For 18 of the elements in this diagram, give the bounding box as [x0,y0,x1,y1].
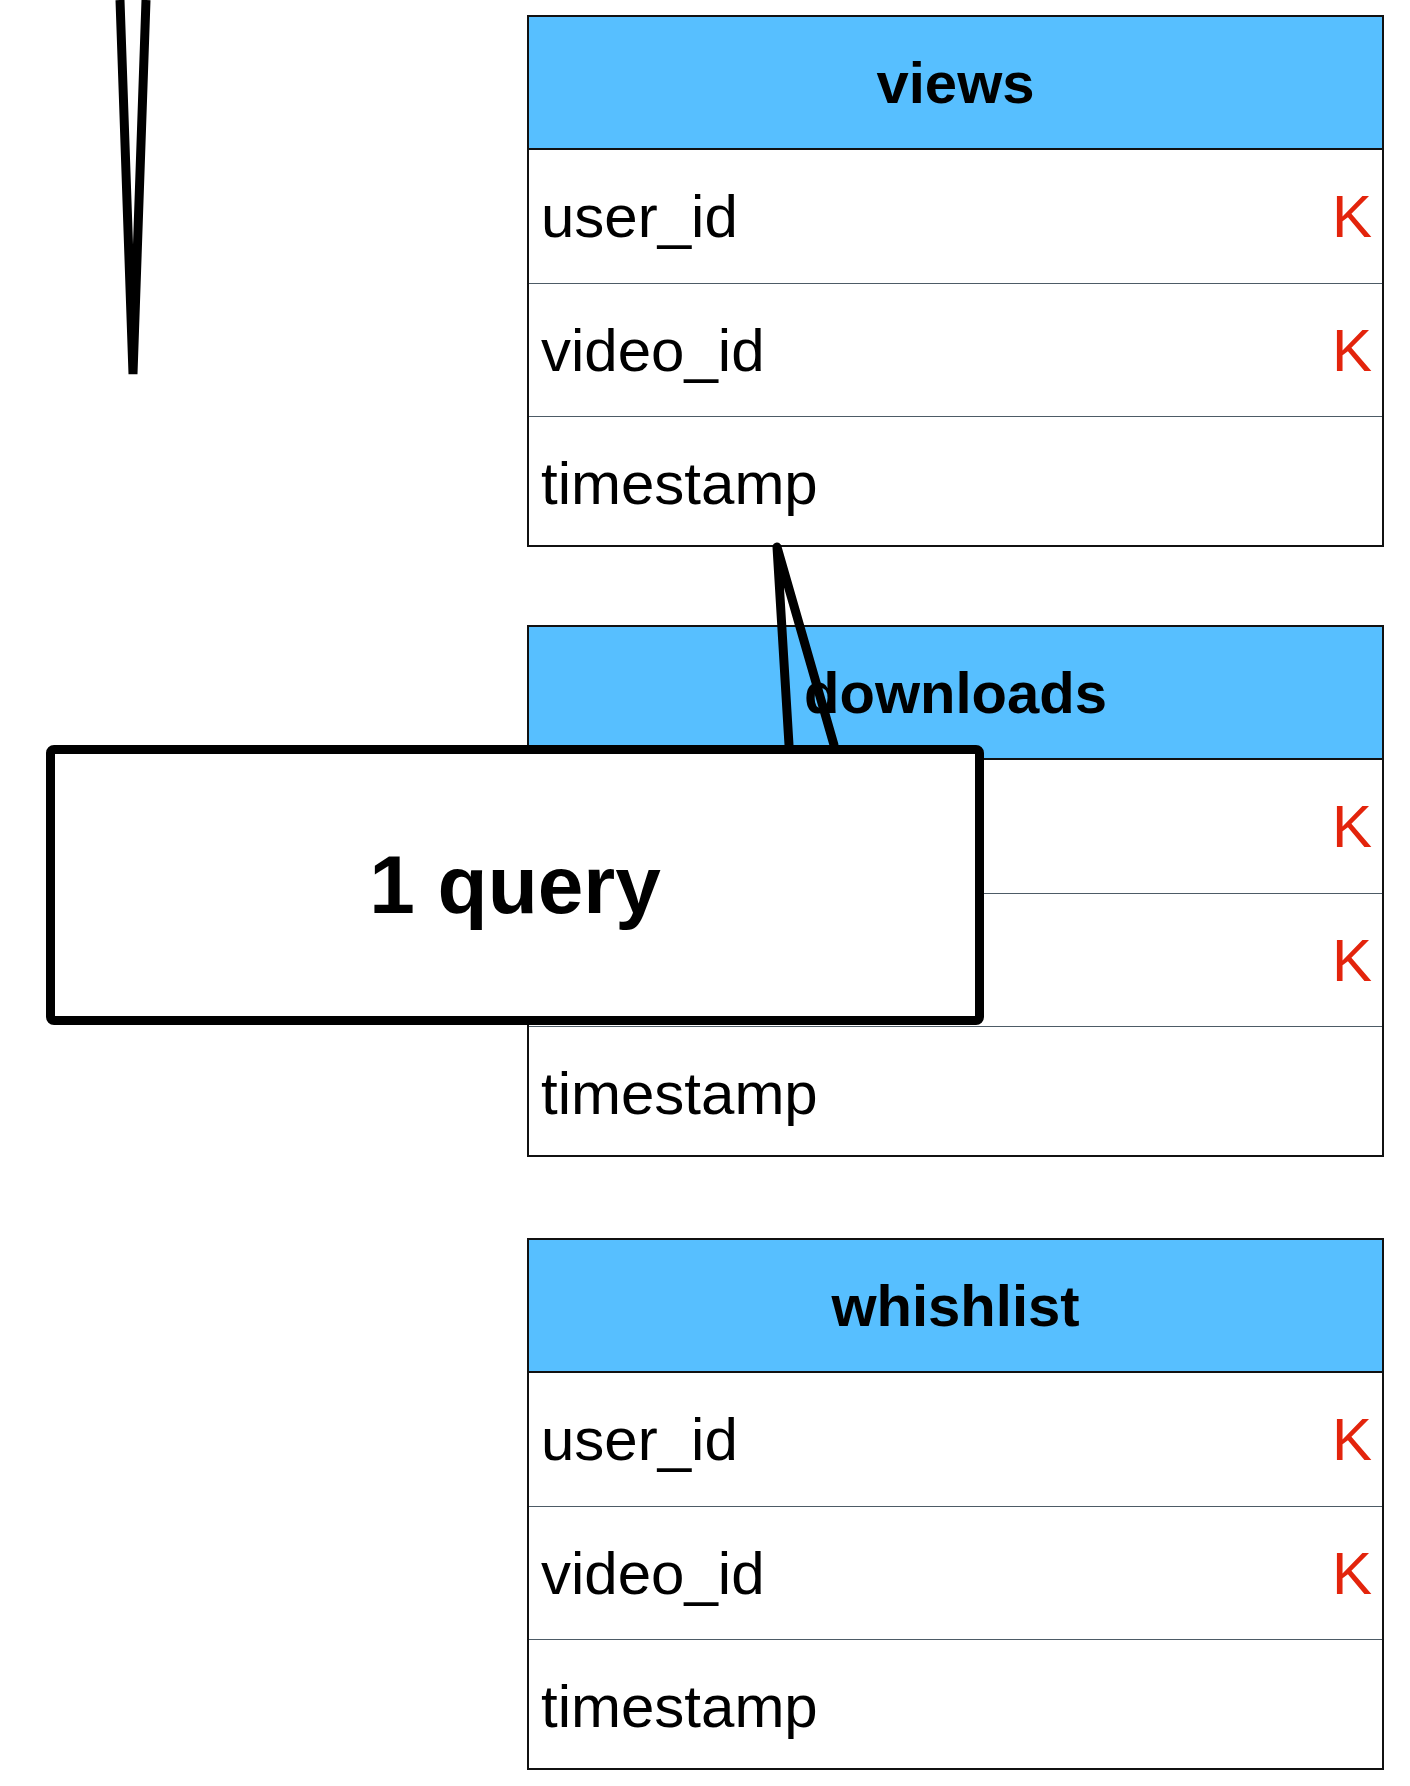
field-name: user_id [541,1405,738,1474]
field-name: timestamp [541,1671,818,1741]
entity-table [527,15,1384,547]
table-header: views [529,17,1382,150]
key-marker: K [1331,925,1372,995]
key-marker: K [1331,1538,1372,1608]
key-marker: K [1331,1405,1372,1474]
field-name: video_id [541,315,765,385]
table-header: whishlist [529,1240,1382,1373]
field-name: timestamp [541,1058,818,1128]
field-name: user_id [541,182,738,251]
key-marker: K [1331,792,1372,861]
key-marker: K [1331,315,1372,385]
entity-table [527,1238,1384,1770]
field-name: timestamp [541,448,818,518]
field-name: video_id [541,1538,765,1608]
query-tooltip: 1 query [46,745,984,1025]
key-marker: K [1331,182,1372,251]
